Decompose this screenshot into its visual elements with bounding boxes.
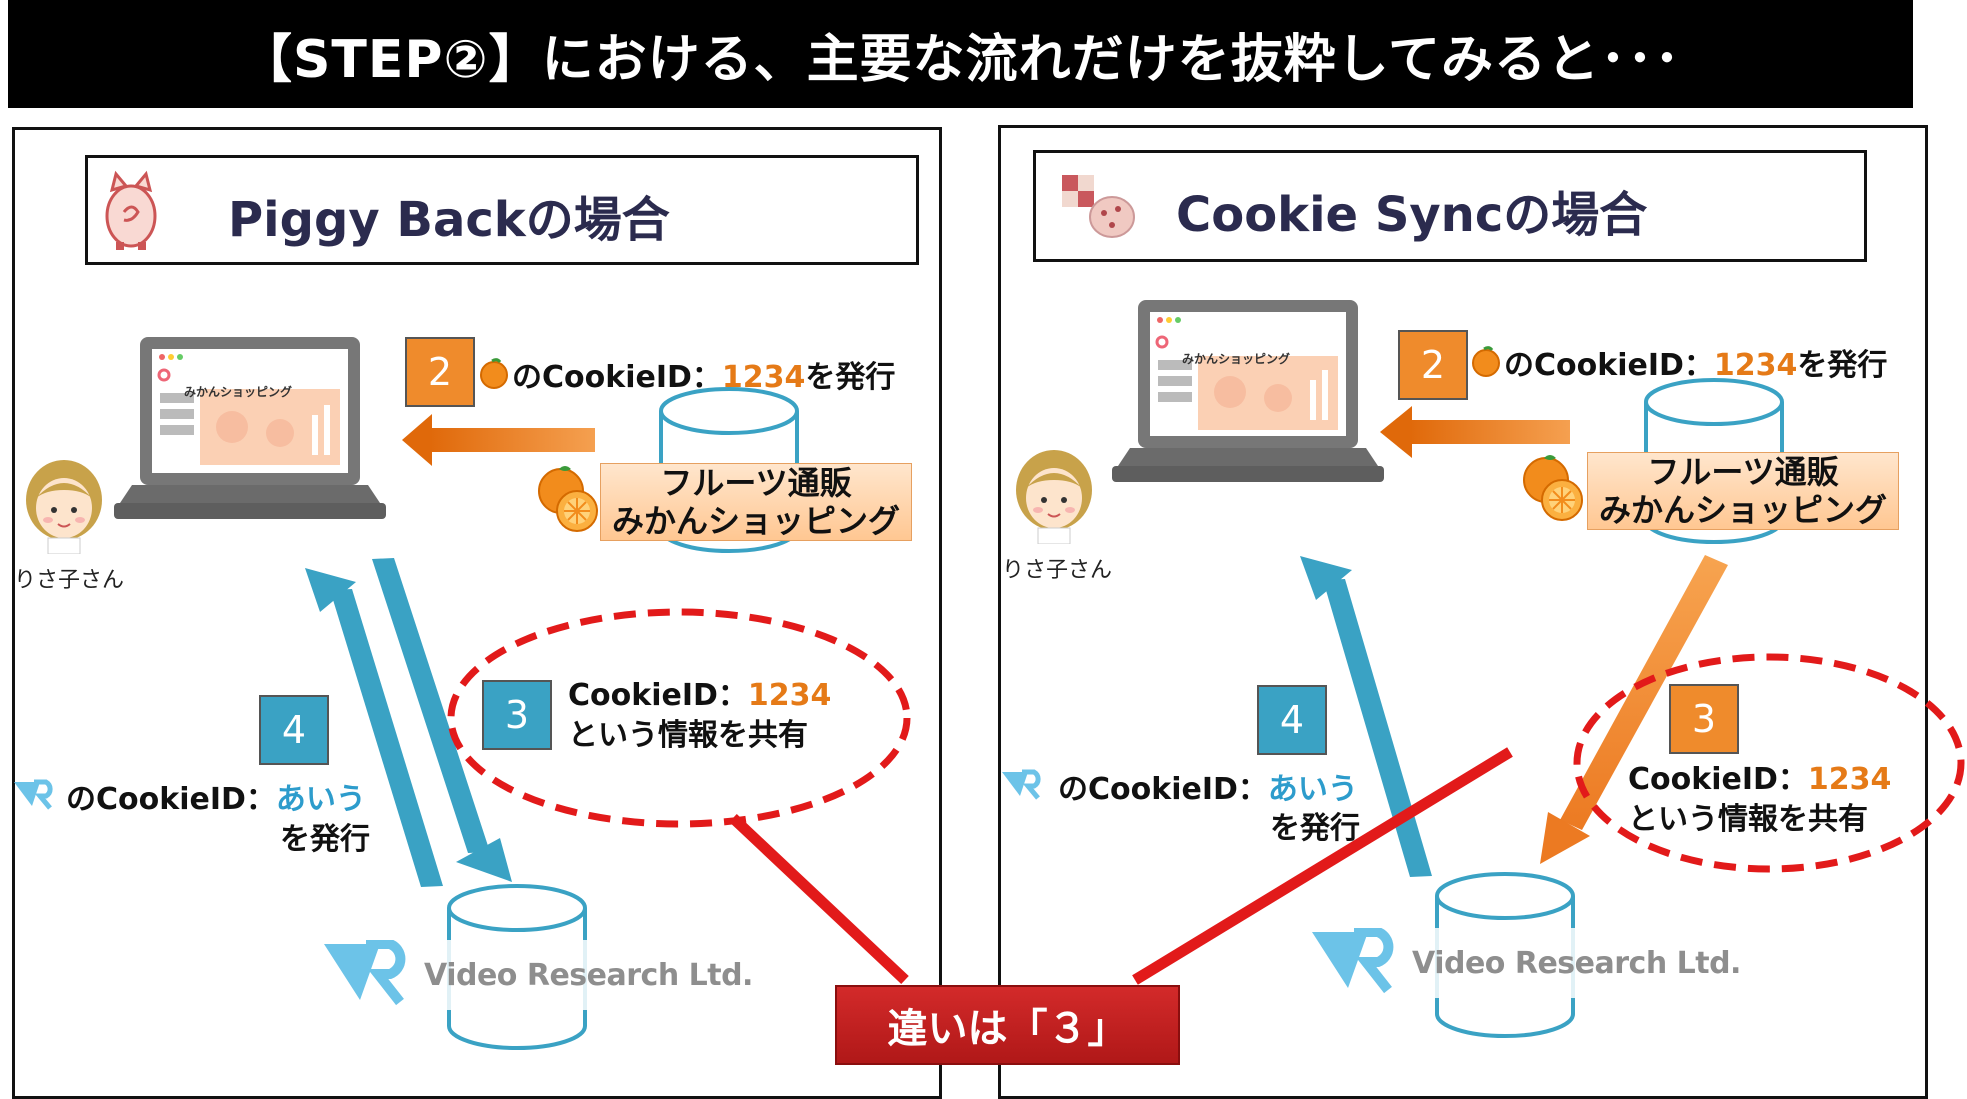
shop-line2: みかんショッピング (1598, 491, 1887, 529)
right-panel-title: Cookie Syncの場合 (1176, 187, 1648, 243)
right-step2-text: のCookieID：1234を発行 (1504, 348, 1888, 383)
shop-line2: みかんショッピング (611, 502, 900, 540)
left-shop-label: フルーツ通販 みかんショッピング (600, 463, 912, 541)
vr-logo-icon (1002, 769, 1041, 800)
right-company-name: Video Research Ltd. (1412, 946, 1741, 981)
title-bar: 【STEP②】における、主要な流れだけを抜粋してみると･･･ (8, 0, 1913, 108)
orange-fruit-icon (480, 358, 508, 389)
right-step3-text: CookieID：1234 という情報を共有 (1628, 762, 1892, 837)
left-step2-badge: 2 (405, 337, 475, 407)
left-red-connector (729, 813, 909, 985)
right-shop-label: フルーツ通販 みかんショッピング (1587, 452, 1899, 530)
laptop-icon (114, 337, 386, 519)
left-step3-text: CookieID：1234 という情報を共有 (568, 678, 832, 753)
right-step2-value: 1234 (1713, 348, 1798, 383)
right-step3-value: 1234 (1807, 762, 1892, 797)
right-step4-line2: を発行 (1270, 811, 1360, 846)
person-icon (26, 460, 102, 554)
left-step4-badge: 4 (259, 695, 329, 765)
left-laptop-screen-label: みかんショッピング (184, 385, 293, 399)
left-step2-arrow (402, 414, 595, 466)
right-step3-arrow (1540, 555, 1728, 864)
page-title: 【STEP②】における、主要な流れだけを抜粋してみると･･･ (239, 29, 1682, 90)
left-step4-line2: を発行 (280, 822, 370, 857)
right-step4-text: のCookieID：あいう (1058, 772, 1358, 807)
right-red-connector (1132, 747, 1513, 985)
orange-fruit-icon (1523, 455, 1583, 521)
left-step3-value: 1234 (747, 678, 832, 713)
right-step2-badge: 2 (1398, 330, 1468, 400)
vr-logo-icon (14, 779, 53, 810)
left-step4-value: あいう (275, 782, 366, 817)
shop-line1: フルーツ通販 (660, 464, 852, 502)
right-step4-value: あいう (1267, 772, 1358, 807)
left-step3-arrow (372, 558, 512, 882)
right-laptop-screen-label: みかんショッピング (1182, 352, 1291, 366)
right-step3-badge: 3 (1669, 684, 1739, 754)
left-step2-value: 1234 (721, 360, 806, 395)
difference-callout: 違いは「３」 (835, 985, 1180, 1065)
right-panel-header: Cookie Syncの場合 (1033, 150, 1867, 262)
right-company-logo: Video Research Ltd. (1308, 928, 1741, 998)
right-step2-arrow (1380, 406, 1570, 458)
left-step4-text: のCookieID：あいう (66, 782, 366, 817)
left-company-name: Video Research Ltd. (424, 958, 753, 993)
left-step3-badge: 3 (482, 680, 552, 750)
left-person-label: りさ子さん (14, 568, 125, 593)
right-step4-badge: 4 (1257, 685, 1327, 755)
difference-label: 違いは「３」 (887, 1006, 1128, 1052)
orange-fruit-icon (538, 466, 598, 532)
shop-line1: フルーツ通販 (1647, 453, 1839, 491)
right-person-label: りさ子さん (1002, 558, 1113, 583)
left-panel-title: Piggy Backの場合 (228, 192, 670, 248)
left-step4-arrow (305, 568, 443, 887)
vr-logo-icon (324, 940, 406, 1006)
left-highlight-ellipse (447, 608, 911, 828)
cookie-icon (1062, 175, 1135, 238)
right-highlight-ellipse (1573, 653, 1965, 873)
vr-logo-icon (1312, 928, 1394, 994)
left-step2-text: のCookieID：1234を発行 (512, 360, 896, 395)
orange-fruit-icon (1472, 346, 1500, 377)
laptop-icon (1112, 300, 1384, 482)
right-step4-arrow (1300, 556, 1432, 877)
person-icon (1016, 450, 1092, 544)
left-company-logo: Video Research Ltd. (320, 940, 753, 1010)
left-panel-header: Piggy Backの場合 (85, 155, 919, 265)
pig-icon (105, 170, 157, 250)
